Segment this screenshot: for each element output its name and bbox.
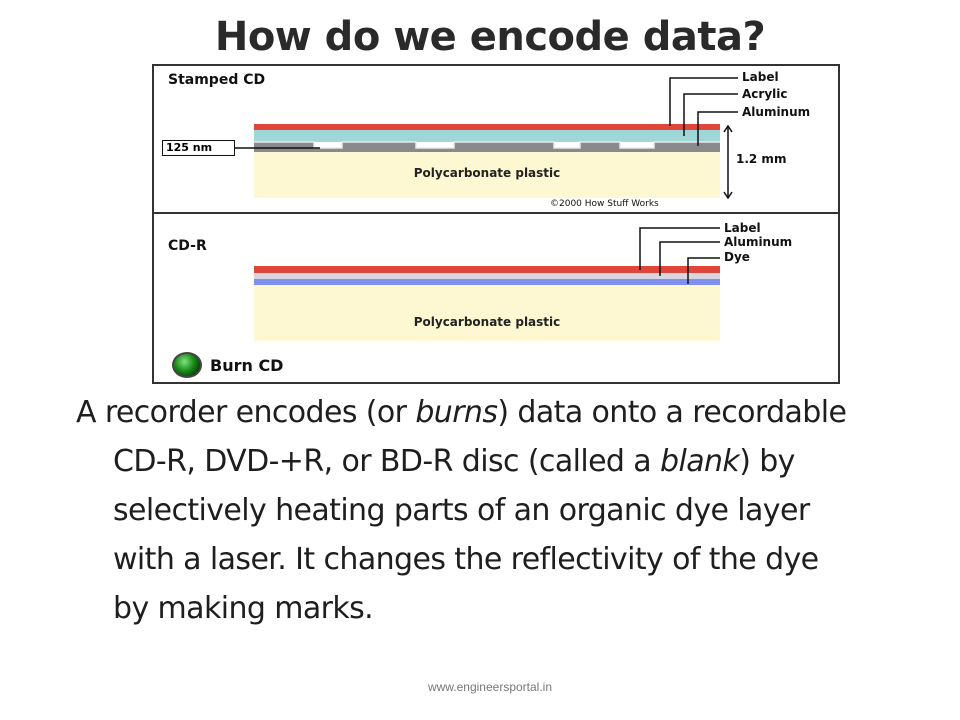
- cdr-title: CD-R: [168, 238, 207, 254]
- stamped-plastic-layer: Polycarbonate plastic: [254, 152, 720, 198]
- body-text-2: ) data onto a recordable CD-R, DVD-+R, o…: [113, 395, 847, 479]
- cdr-dye-layer: [254, 279, 720, 285]
- cdr-aluminum-text: Aluminum: [724, 235, 793, 249]
- body-text-1: A recorder encodes (or: [76, 395, 416, 430]
- stamped-cd-title: Stamped CD: [168, 72, 266, 88]
- burn-cd-button-icon[interactable]: [172, 352, 202, 378]
- stamped-leader-lines: [234, 77, 738, 200]
- cdr-plastic-layer: Polycarbonate plastic: [254, 285, 720, 341]
- stamped-label-text: Label: [742, 70, 779, 84]
- body-text-3: ) by selectively heating parts of an org…: [113, 444, 819, 626]
- stamped-aluminum-pits: [254, 141, 720, 152]
- slide-title: How do we encode data?: [214, 14, 766, 60]
- stamped-plastic-label: Polycarbonate plastic: [413, 166, 561, 180]
- cd-layer-diagram: Stamped CD Polycarbonate plastic Label A…: [152, 64, 840, 384]
- stamped-acrylic-text: Acrylic: [742, 87, 788, 101]
- burn-cd-label[interactable]: Burn CD: [210, 356, 284, 375]
- body-text-burns: burns: [415, 395, 498, 430]
- cdr-leader-lines: [639, 227, 720, 284]
- pit-depth-box: 125 nm: [162, 140, 235, 156]
- stamped-acrylic-layer: [254, 130, 720, 142]
- cdr-plastic-label: Polycarbonate plastic: [413, 315, 561, 329]
- cdr-label-text: Label: [724, 221, 761, 235]
- stamped-thickness-text: 1.2 mm: [736, 152, 787, 166]
- body-text-blank: blank: [660, 444, 740, 479]
- stamped-aluminum-text: Aluminum: [742, 105, 811, 119]
- body-paragraph: A recorder encodes (or burns) data onto …: [76, 388, 856, 633]
- cdr-dye-text: Dye: [724, 250, 750, 264]
- section-divider: [154, 212, 838, 214]
- stamped-label-layer: [254, 124, 720, 130]
- cdr-aluminum-layer: [254, 273, 720, 279]
- copyright-text: ©2000 How Stuff Works: [550, 199, 659, 209]
- cdr-label-layer: [254, 266, 720, 273]
- footer-url: www.engineersportal.in: [427, 680, 553, 694]
